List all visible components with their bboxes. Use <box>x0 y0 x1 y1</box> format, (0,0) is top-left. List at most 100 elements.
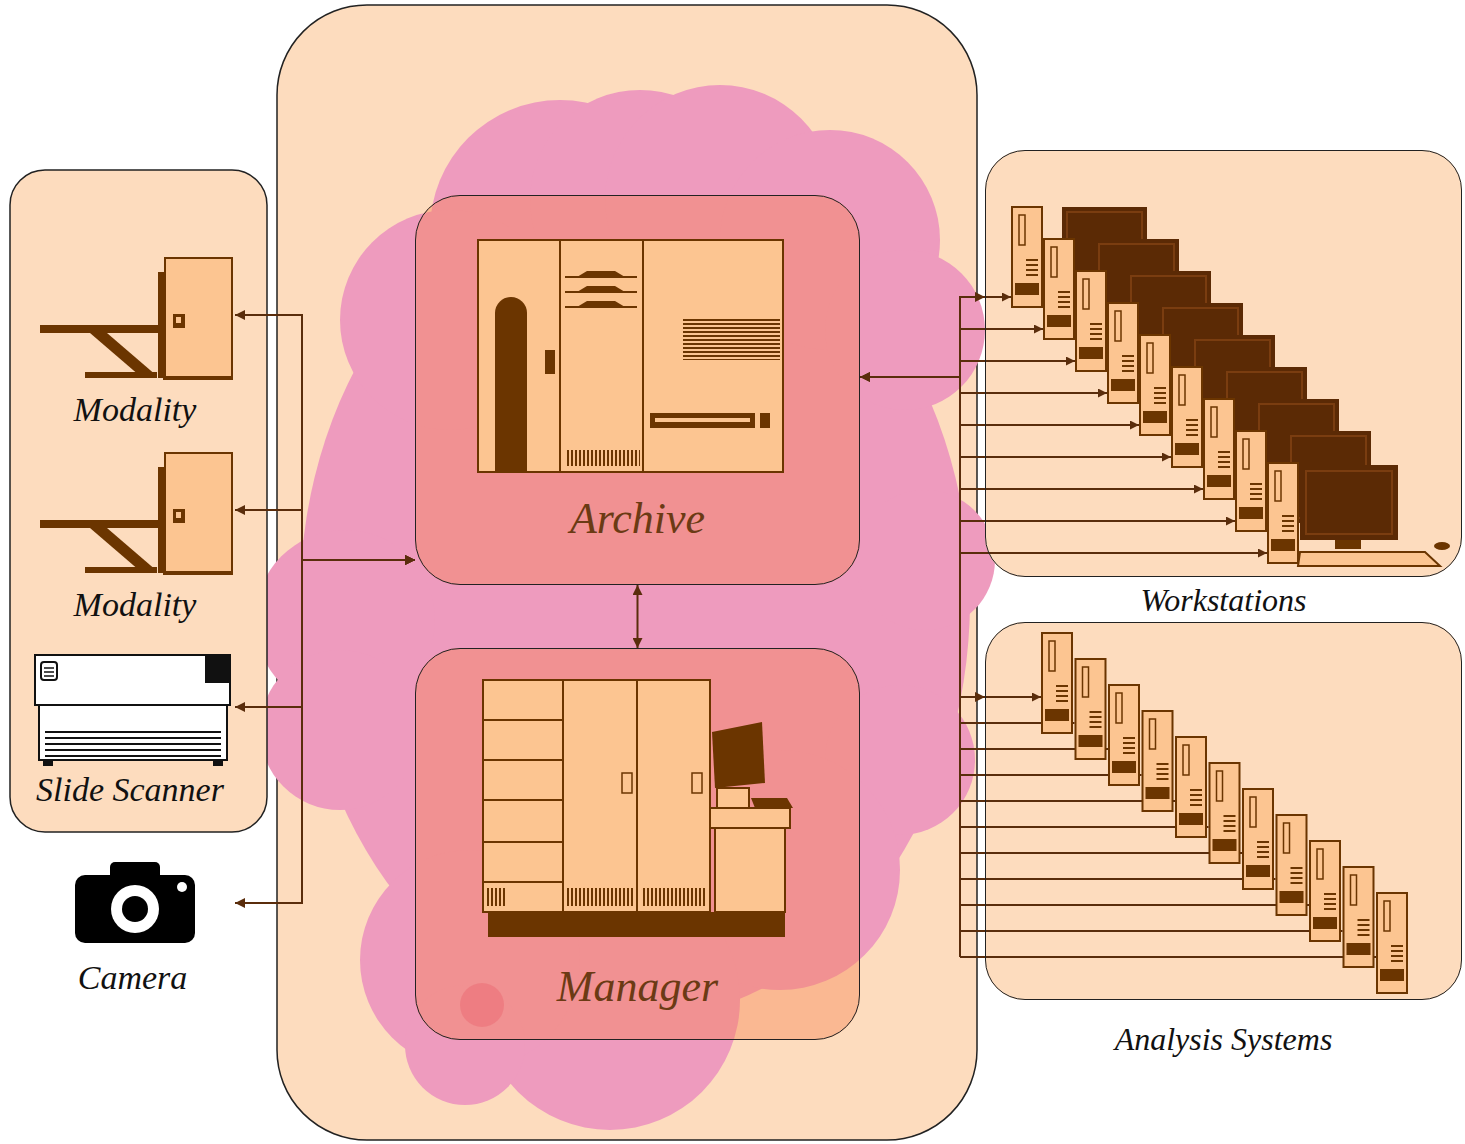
network-cloud <box>255 85 995 1130</box>
workstation-computers <box>1434 542 1450 550</box>
scanner-icon <box>45 743 221 745</box>
workstation-computers <box>1172 367 1202 467</box>
analysis-computers <box>1344 867 1374 967</box>
manager-icon <box>488 912 785 937</box>
manager-icon <box>483 680 563 912</box>
manager-icon <box>710 808 790 828</box>
archive-icon <box>495 297 527 472</box>
scanner-icon <box>45 731 221 733</box>
workstation-computers <box>1204 399 1234 499</box>
archive-icon <box>655 418 750 422</box>
camera-icon <box>177 882 187 892</box>
workstation-bus <box>960 852 1242 854</box>
node-label: Modality <box>74 390 197 429</box>
manager-icon <box>483 841 563 843</box>
connector-arrow <box>860 297 985 377</box>
node-label: Camera <box>78 958 188 997</box>
manager-icon <box>641 888 706 906</box>
analysis-computers <box>1377 893 1407 993</box>
archive-server: Archive <box>415 195 860 585</box>
scanner-icon <box>45 755 221 757</box>
scanner-icon <box>35 655 230 766</box>
manager-icon <box>483 759 563 761</box>
modality-icon <box>40 258 233 380</box>
archive-icon <box>565 450 640 466</box>
workstation-computers <box>1044 239 1074 339</box>
workstations-fill <box>985 150 1462 577</box>
archive-icon <box>478 240 783 472</box>
workstation-computers <box>1306 471 1392 534</box>
archive-icon <box>478 240 783 472</box>
manager-icon <box>692 773 702 793</box>
workstation-bus <box>960 297 1376 957</box>
network-cloud <box>855 490 995 630</box>
workstation-bus <box>960 520 1235 522</box>
manager-icon <box>712 722 765 788</box>
modality-device: Modality <box>35 250 235 440</box>
node-label: Manager <box>557 962 718 1013</box>
manager-icon <box>717 788 749 808</box>
archive-icon <box>577 271 625 277</box>
scanner-icon <box>41 662 57 680</box>
manager-icon <box>751 798 793 808</box>
connector-arrow <box>235 560 415 903</box>
workstation-bus <box>960 488 1203 490</box>
manager-icon <box>637 680 710 912</box>
workstation-bus <box>960 360 1075 362</box>
scanner-icon <box>35 655 230 705</box>
archive-icon <box>545 350 555 374</box>
archive-icon <box>760 413 770 428</box>
scanner-icon <box>43 760 53 766</box>
camera-icon <box>111 885 159 933</box>
analysis-computers <box>1042 633 1072 733</box>
node-label: Workstations <box>1141 582 1307 619</box>
workstation-computers <box>1300 465 1398 540</box>
scanner-icon <box>44 675 54 677</box>
workstation-bus <box>960 956 1376 958</box>
analysis-computers <box>1109 685 1139 785</box>
modality-icon <box>40 453 233 575</box>
connector-arrow <box>637 585 639 648</box>
analysis-computers <box>1076 659 1106 759</box>
archive-icon <box>650 413 755 428</box>
manager-server: Manager <box>415 648 860 1040</box>
analysis-computers <box>1042 633 1407 993</box>
scanner-icon <box>44 671 54 673</box>
analysis-computers <box>1277 815 1307 915</box>
manager-icon <box>483 719 563 721</box>
workstation-bus <box>960 826 1209 828</box>
workstation-computers <box>1012 207 1042 307</box>
workstation-bus <box>960 878 1276 880</box>
connector-arrow <box>235 315 415 560</box>
manager-icon <box>483 680 793 937</box>
manager-icon <box>622 773 632 793</box>
workstation-bus <box>960 424 1139 426</box>
modality-device: Modality <box>35 445 235 635</box>
workstation-bus <box>960 904 1309 906</box>
analysis-group: Analysis Systems <box>985 622 1462 1000</box>
analysis-computers <box>1210 763 1240 863</box>
workstation-computers <box>1076 271 1106 371</box>
workstation-computers <box>1298 552 1440 566</box>
workstation-bus <box>960 328 1043 330</box>
analysis-computers <box>1143 711 1173 811</box>
analysis-computers <box>1243 789 1273 889</box>
archive-fill <box>415 195 860 585</box>
archive-icon <box>577 301 625 307</box>
workstation-bus <box>960 392 1107 394</box>
scanner-icon <box>45 749 221 751</box>
manager-icon <box>567 888 633 906</box>
workstation-computers <box>1012 207 1450 566</box>
workstation-bus <box>960 930 1343 932</box>
connector-arrow <box>860 377 985 697</box>
archive-icon <box>683 318 780 360</box>
connector-arrow <box>235 560 415 707</box>
analysis-computers <box>1176 737 1206 837</box>
manager-icon <box>487 888 507 906</box>
manager-icon <box>563 680 637 912</box>
node-label: Modality <box>74 585 197 624</box>
workstation-computers <box>1140 335 1170 435</box>
